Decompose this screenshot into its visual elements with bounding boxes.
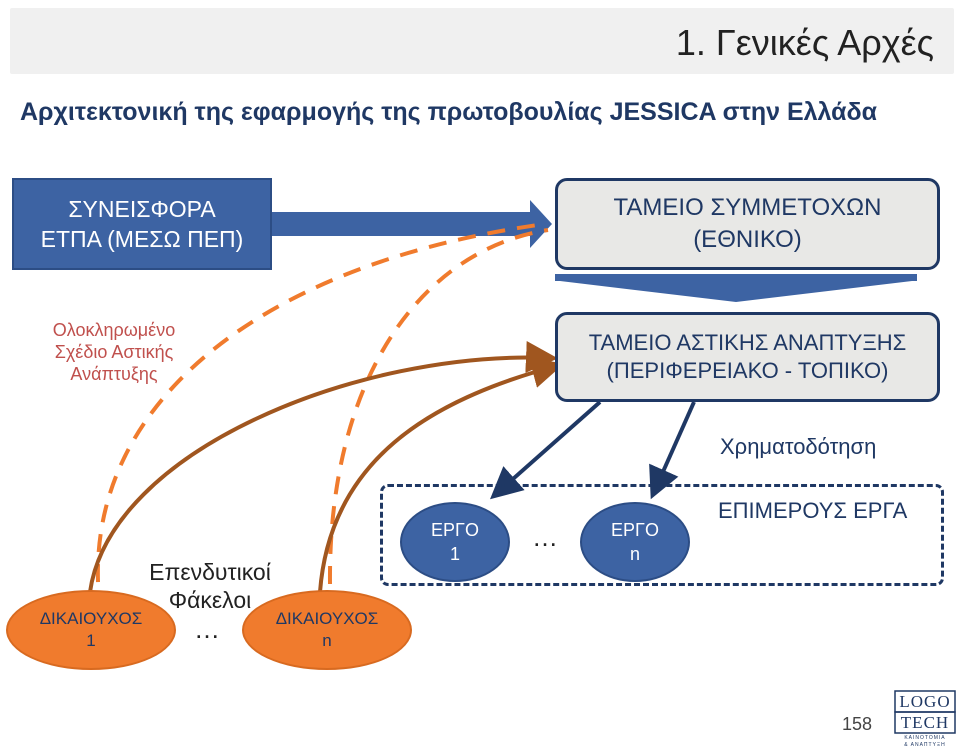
holding-fund-box: ΤΑΜΕΙΟ ΣΥΜΜΕΤΟΧΩΝ (ΕΘΝΙΚΟ)	[555, 178, 940, 270]
beneficiary-1-line-1: ΔΙΚΑΙΟΥΧΟΣ	[39, 609, 143, 628]
logo-tagline-2: & ΑΝΑΠΤΥΞΗ	[904, 742, 946, 748]
urban-fund-line-2: (ΠΕΡΙΦΕΡΕΙΑΚΟ - ΤΟΠΙΚΟ)	[606, 358, 889, 383]
title-bar: 1. Γενικές Αρχές	[10, 8, 954, 74]
investment-files-line-1: Επενδυτικοί	[149, 559, 271, 585]
investment-files-label: Επενδυτικοί Φάκελοι	[136, 558, 284, 614]
logo-line-1: LOGO	[899, 692, 951, 711]
beneficiary-1-oval: ΔΙΚΑΙΟΥΧΟΣ 1	[6, 590, 176, 670]
holding-fund-line-1: ΤΑΜΕΙΟ ΣΥΜΜΕΤΟΧΩΝ	[613, 194, 882, 221]
arrow-fund-to-project-n	[649, 401, 696, 500]
logo-line-2: TECH	[900, 713, 950, 732]
investment-files-line-2: Φάκελοι	[168, 587, 252, 613]
project-n-line-1: ΕΡΓΟ	[611, 520, 659, 540]
arrow-beneficiary-n-to-plan	[318, 356, 564, 593]
logo-frame	[894, 690, 956, 734]
logo-tagline-1: ΚΑΙΝΟΤΟΜΙΑ	[904, 735, 946, 741]
projects-ellipsis: …	[532, 522, 558, 552]
beneficiary-n-line-1: ΔΙΚΑΙΟΥΧΟΣ	[275, 609, 379, 628]
urban-fund-box: ΤΑΜΕΙΟ ΑΣΤΙΚΗΣ ΑΝΑΠΤΥΞΗΣ (ΠΕΡΙΦΕΡΕΙΑΚΟ -…	[555, 312, 940, 402]
sub-projects-group	[380, 484, 944, 586]
urban-fund-line-1: ΤΑΜΕΙΟ ΑΣΤΙΚΗΣ ΑΝΑΠΤΥΞΗΣ	[588, 330, 907, 355]
page-number: 158	[842, 714, 873, 734]
integrated-plan-line-3: Ανάπτυξης	[70, 364, 158, 384]
holding-fund-line-2: (ΕΘΝΙΚΟ)	[693, 226, 802, 253]
sub-projects-label: ΕΠΙΜΕΡΟΥΣ ΕΡΓΑ	[718, 498, 908, 523]
contribution-line-1: ΣΥΝΕΙΣΦΟΡΑ	[68, 196, 216, 222]
slide-title: 1. Γενικές Αρχές	[675, 22, 934, 63]
dashed-arrow-beneficiary-n-to-fund	[327, 228, 549, 585]
blue-arrow-contribution-to-fund	[272, 200, 552, 248]
down-arrow-fund-to-urban	[555, 274, 917, 302]
integrated-plan-label: Ολοκληρωμένο Σχέδιο Αστικής Ανάπτυξης	[28, 319, 200, 385]
contribution-box: ΣΥΝΕΙΣΦΟΡΑ ΕΤΠΑ (ΜΕΣΩ ΠΕΠ)	[12, 178, 272, 270]
beneficiary-n-oval: ΔΙΚΑΙΟΥΧΟΣ n	[242, 590, 412, 670]
project-n-oval: ΕΡΓΟ n	[580, 502, 690, 582]
arrow-fund-to-project-1	[490, 400, 602, 500]
project-1-oval: ΕΡΓΟ 1	[400, 502, 510, 582]
slide-subtitle: Αρχιτεκτονική της εφαρμογής της πρωτοβου…	[20, 98, 878, 126]
integrated-plan-line-1: Ολοκληρωμένο	[52, 320, 176, 340]
beneficiaries-ellipsis: …	[194, 614, 220, 644]
beneficiary-n-line-2: n	[322, 631, 332, 650]
project-n-line-2: n	[629, 544, 640, 564]
project-1-line-1: ΕΡΓΟ	[431, 520, 479, 540]
dashed-arrow-beneficiary-1-to-fund	[95, 222, 546, 583]
beneficiary-1-line-2: 1	[86, 631, 96, 650]
financing-label: Χρηματοδότηση	[720, 434, 877, 459]
contribution-line-2: ΕΤΠΑ (ΜΕΣΩ ΠΕΠ)	[40, 226, 244, 252]
project-1-line-2: 1	[449, 544, 460, 564]
integrated-plan-line-2: Σχέδιο Αστικής	[54, 342, 174, 362]
arrow-beneficiary-1-to-plan	[88, 341, 558, 593]
